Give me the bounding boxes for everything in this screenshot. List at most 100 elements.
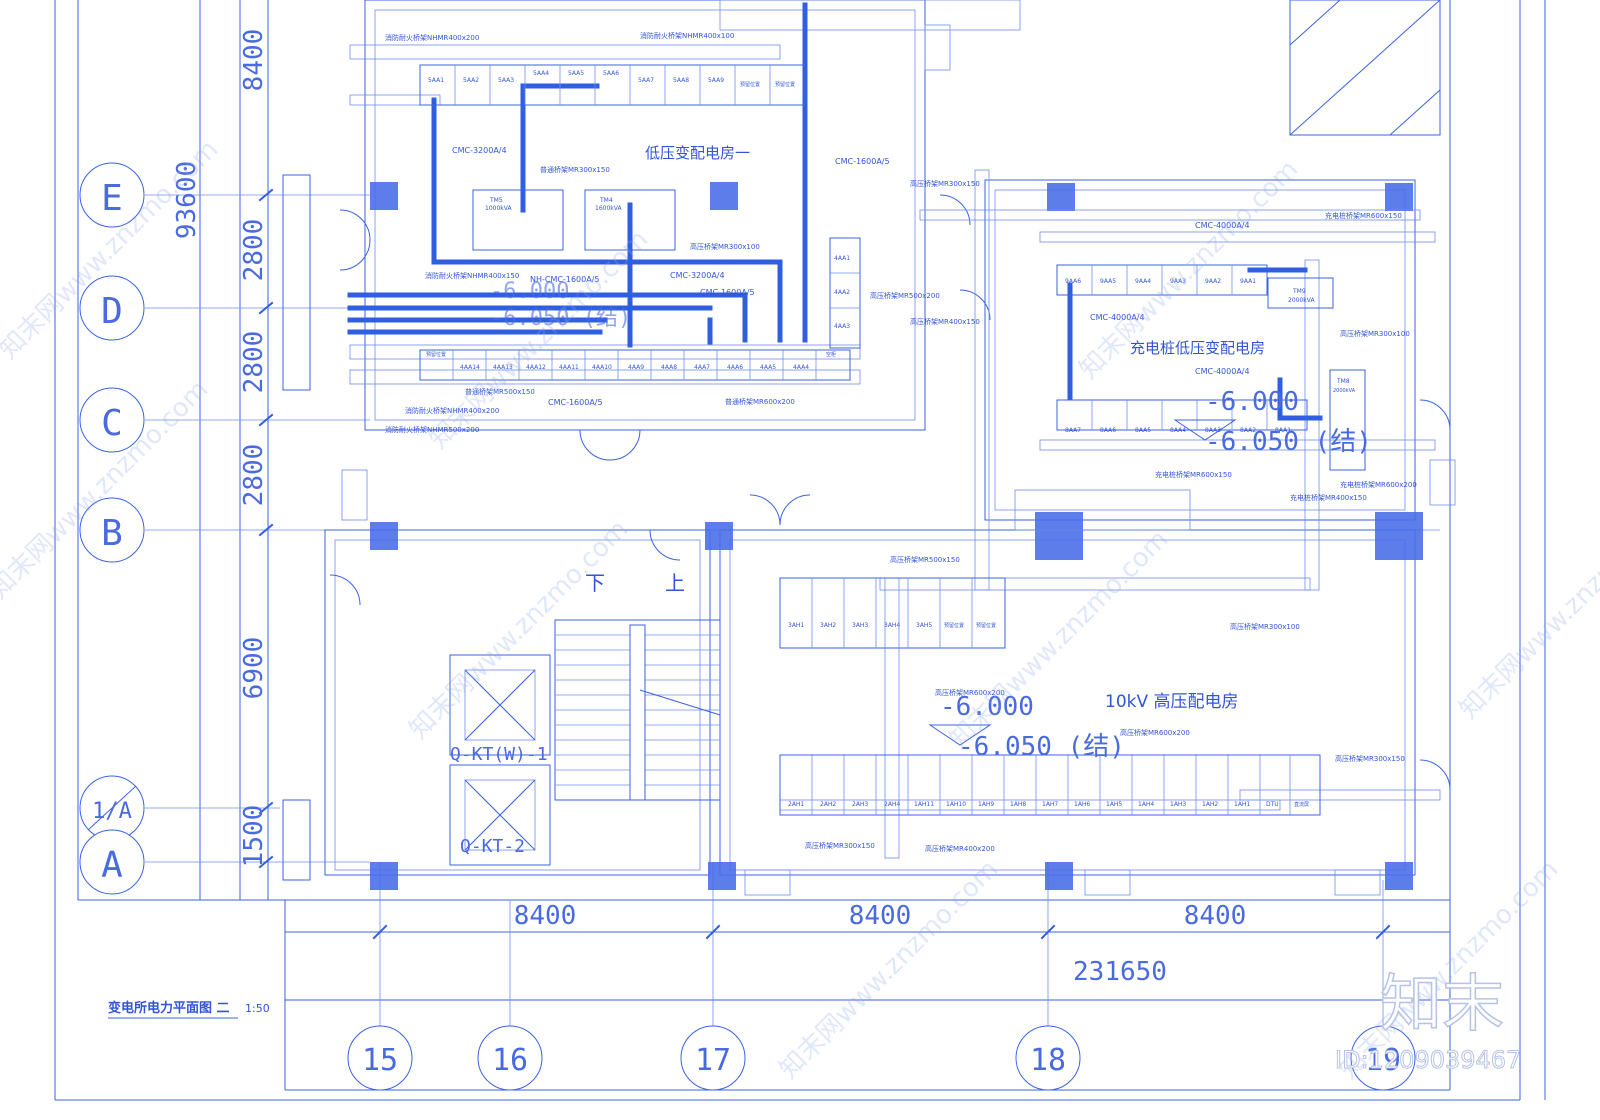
panel-label: 预留位置 xyxy=(944,622,964,629)
annotation: 高压桥架MR300x100 xyxy=(1230,622,1300,631)
fan-units xyxy=(341,24,1456,896)
panel-label: 5AA1 xyxy=(428,77,444,84)
col-dim: 8400 xyxy=(849,901,912,931)
transformer-rating: 1600kVA xyxy=(595,205,622,212)
row-axis-label: C xyxy=(101,403,123,444)
room-title-lv1: 低压变配电房一 xyxy=(645,144,750,162)
panel-label: 2AH1 xyxy=(788,801,804,808)
drawing-title-block: 变电所电力平面图 二 1:50 xyxy=(108,1000,270,1019)
row-dim: 2800 xyxy=(239,444,269,507)
panel-label: 4AA3 xyxy=(834,323,850,330)
elevation-value: -6.000 xyxy=(1205,387,1299,417)
panel-label: 1AH6 xyxy=(1074,801,1090,808)
col-axis-label: 18 xyxy=(1030,1043,1066,1078)
col-axis-label: 19 xyxy=(1365,1043,1401,1078)
panel-label: 4AA1 xyxy=(834,255,850,262)
panel-label: 5AA4 xyxy=(533,70,549,77)
annotation: 普通桥架MR300x150 xyxy=(540,165,610,174)
annotation: 高压桥架MR300x100 xyxy=(690,242,760,251)
annotation: CMC-3200A/4 xyxy=(670,271,725,280)
panel-label: 2AH2 xyxy=(820,801,836,808)
annotation: CMC-1600A/5 xyxy=(835,157,890,166)
panel-label: 4AA2 xyxy=(834,289,850,296)
panel-label: 5AA5 xyxy=(568,70,584,77)
panel-label: 8AA1 xyxy=(1275,427,1291,434)
panel-label: 5AA3 xyxy=(498,77,514,84)
panel-label: 8AA2 xyxy=(1240,427,1256,434)
panel-label: 8AA5 xyxy=(1135,427,1151,434)
annotation: CMC-3200A/4 xyxy=(452,146,507,155)
image-id: ID:1209039467 xyxy=(1335,1046,1521,1074)
panel-label: 4AA14 xyxy=(460,364,480,371)
annotation: 充电桩桥架MR600x150 xyxy=(1325,211,1402,220)
panel-label: 1AH4 xyxy=(1138,801,1154,808)
row-dim: 2800 xyxy=(239,331,269,394)
annotation: 高压桥架MR300x100 xyxy=(1340,329,1410,338)
panel-label: 4AA10 xyxy=(592,364,612,371)
panel-label: 4AA5 xyxy=(760,364,776,371)
panel-label: 1AH9 xyxy=(978,801,994,808)
panel-label: 9AA3 xyxy=(1170,278,1186,285)
annotation: 消防耐火桥架NHMR400x200 xyxy=(405,406,499,415)
row-dim: 1500 xyxy=(239,805,269,868)
elevation-value: -6.050 (结) xyxy=(1205,427,1372,457)
watermark-text: 知末网www.znzmo.com xyxy=(1454,494,1600,725)
annotation: CMC-4000A/4 xyxy=(1090,313,1145,322)
panel-label: 9AA4 xyxy=(1135,278,1151,285)
panel-row-9aa: 9AA6 9AA5 9AA4 9AA3 9AA2 9AA1 xyxy=(1056,264,1268,296)
panel-label: 4AA12 xyxy=(526,364,546,371)
transformers: TM5 1000kVA TM4 1600kVA TM9 2000kVA TM8 … xyxy=(472,189,1366,471)
brand-logo: 知末 ID:1209039467 xyxy=(1335,966,1522,1074)
annotation: 消防耐火桥架NHMR400x100 xyxy=(640,31,734,40)
stair-up-label: 上 xyxy=(665,571,685,595)
panel-label: 3AH4 xyxy=(884,622,900,629)
row-axis-bubbles: E D C B 1/A A xyxy=(79,162,145,895)
panel-label: 4AA8 xyxy=(661,364,677,371)
panel-label: 预留位置 xyxy=(426,351,446,358)
annotation: 消防耐火桥架NHMR500x200 xyxy=(385,425,479,434)
panel-label: 预留位置 xyxy=(976,622,996,629)
elevation-marks: -6.000 -6.050 (结) -6.000 -6.050 (结) -6.0… xyxy=(490,279,1372,762)
sheet-frame xyxy=(54,0,1546,1101)
room-title-hv: 10kV 高压配电房 xyxy=(1105,692,1239,712)
annotation: 消防耐火桥架NHMR400x200 xyxy=(385,33,479,42)
panel-label: 5AA6 xyxy=(603,70,619,77)
panel-row-8aa: 8AA7 8AA6 8AA5 8AA4 8AA3 8AA2 8AA1 xyxy=(1056,399,1308,434)
panel-label: 2AH3 xyxy=(852,801,868,808)
room-title-lv2: 充电桩低压变配电房 xyxy=(1130,339,1265,357)
annotation: CMC-4000A/4 xyxy=(1195,367,1250,376)
column-dimensions: 8400 8400 8400 231650 15 16 17 18 19 xyxy=(347,901,1416,1091)
panel-label: 3AH2 xyxy=(820,622,836,629)
panel-label: 5AA7 xyxy=(638,77,654,84)
panel-row-3ah: 3AH1 3AH2 3AH3 3AH4 3AH5 预留位置 预留位置 xyxy=(779,577,1006,649)
elevation-value: -6.050 (结) xyxy=(958,732,1125,762)
panel-label: 9AA2 xyxy=(1205,278,1221,285)
annotation: CMC-4000A/4 xyxy=(1195,221,1250,230)
panel-row-4aa: 预留位置 4AA14 4AA13 4AA12 4AA11 4AA10 4AA9 … xyxy=(419,349,851,381)
transformer-rating: 2000kVA xyxy=(1288,297,1315,304)
elevator-1-label: Q-KT(W)-1 xyxy=(450,744,548,765)
panel-label: 1AH1 xyxy=(1234,801,1250,808)
annotation: 充电桩桥架MR400x150 xyxy=(1290,493,1367,502)
panel-label: 4AA6 xyxy=(727,364,743,371)
panel-label: 3AH5 xyxy=(916,622,932,629)
panel-label: 3AH3 xyxy=(852,622,868,629)
annotation: 充电桩桥架MR600x200 xyxy=(1340,480,1417,489)
panel-row-hv: 2AH1 2AH2 2AH3 2AH4 1AH11 1AH10 1AH9 1AH… xyxy=(779,754,1321,816)
annotation: 高压桥架MR400x150 xyxy=(910,317,980,326)
transformer-name: TM4 xyxy=(599,197,613,204)
col-axis-label: 17 xyxy=(695,1043,731,1078)
panel-label: 8AA6 xyxy=(1100,427,1116,434)
annotation: 高压桥架MR500x150 xyxy=(890,555,960,564)
annotation: 普通桥架MR500x150 xyxy=(465,387,535,396)
annotation: 充电桩桥架MR600x150 xyxy=(1155,470,1232,479)
panel-label: 9AA6 xyxy=(1065,278,1081,285)
panel-label: 预留位置 xyxy=(740,81,760,88)
panel-label: 9AA5 xyxy=(1100,278,1116,285)
annotation: NH-CMC-1600A/5 xyxy=(530,275,599,284)
panel-label: 5AA2 xyxy=(463,77,479,84)
panel-label: 1AH3 xyxy=(1170,801,1186,808)
panel-label: 直流屏 xyxy=(1294,801,1309,808)
panel-col-4aa-vertical: 4AA1 4AA2 4AA3 xyxy=(829,237,861,349)
